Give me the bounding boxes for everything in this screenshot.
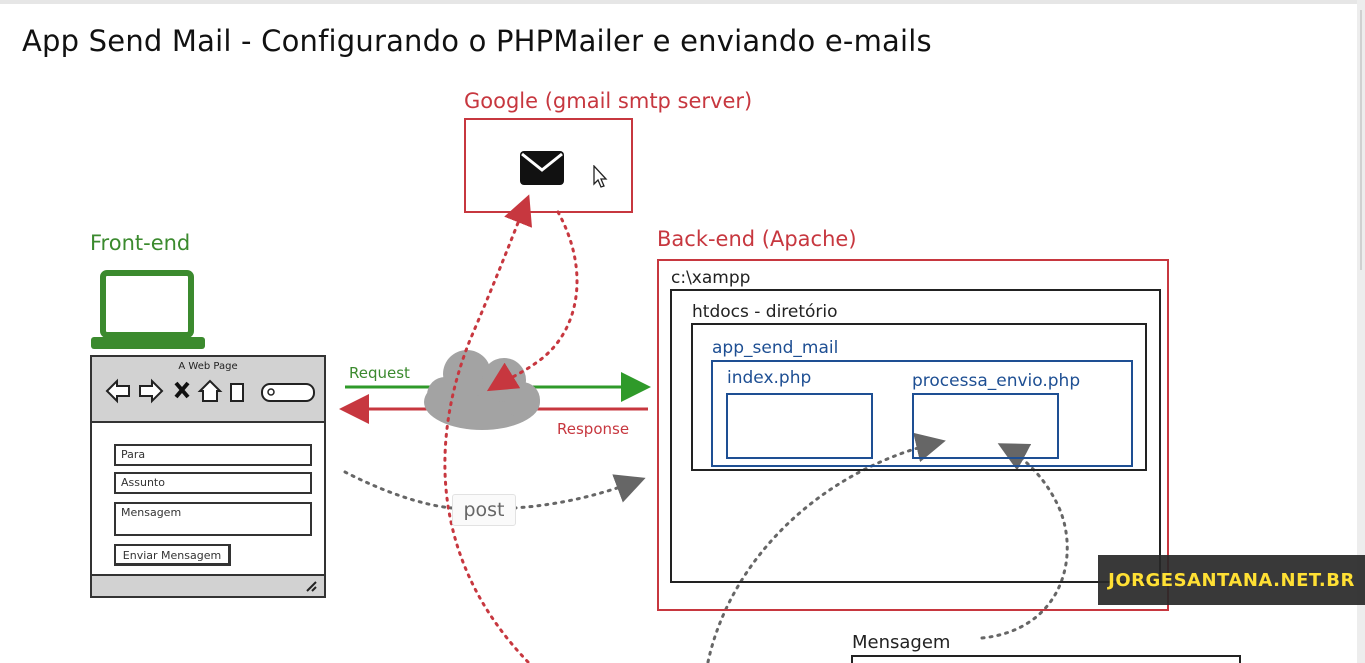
htdocs-label: htdocs - diretório [692, 302, 838, 322]
laptop-icon [91, 270, 205, 349]
response-label: Response [557, 420, 630, 438]
scrollbar-track[interactable] [1357, 0, 1365, 663]
slide-title: App Send Mail - Configurando o PHPMailer… [22, 24, 932, 58]
top-border [0, 0, 1365, 4]
post-dotted-arrow [343, 472, 640, 510]
search-icon [267, 388, 275, 396]
google-box [464, 118, 633, 213]
browser-toolbar: A Web Page [92, 357, 324, 423]
browser-nav-icons [105, 378, 315, 404]
watermark: JORGESANTANA.NET.BR [1098, 555, 1365, 605]
app-send-mail-box [711, 360, 1133, 467]
mensagem-box [851, 655, 1241, 663]
index-php-box [726, 393, 873, 459]
browser-status-bar [92, 574, 324, 596]
home-icon [197, 379, 223, 402]
backend-label: Back-end (Apache) [657, 227, 857, 251]
xampp-box [670, 289, 1161, 583]
index-php-label: index.php [727, 368, 812, 388]
assunto-input[interactable]: Assunto [114, 472, 312, 494]
request-label: Request [349, 364, 410, 382]
bookmark-icon [230, 383, 244, 402]
cloud-icon [424, 350, 540, 430]
scrollbar-thumb[interactable] [1360, 10, 1362, 270]
app-send-mail-label: app_send_mail [712, 338, 839, 358]
backend-box [657, 259, 1169, 611]
browser-window: A Web Page Para Assunto Mensagem Enviar … [90, 355, 326, 598]
stop-icon [174, 381, 190, 399]
google-label: Google (gmail smtp server) [464, 89, 753, 113]
mensagem-label: Mensagem [852, 632, 951, 653]
envelope-icon [520, 151, 564, 185]
processa-envio-php-box [912, 393, 1059, 459]
processa-dotted-arrow [706, 432, 946, 663]
mouse-cursor-icon [593, 165, 608, 188]
para-input[interactable]: Para [114, 444, 312, 466]
enviar-mensagem-button[interactable]: Enviar Mensagem [114, 544, 231, 566]
processa-envio-php-label: processa_envio.php [912, 371, 1081, 391]
post-label: post [452, 494, 516, 526]
mensagem-dotted-arrow [980, 443, 1069, 640]
forward-arrow-icon [139, 378, 164, 404]
back-arrow-icon [105, 378, 130, 404]
xampp-label: c:\xampp [671, 268, 751, 288]
smtp-dotted-path-up [443, 194, 533, 663]
frontend-label: Front-end [90, 231, 191, 255]
browser-page-title: A Web Page [178, 361, 238, 372]
htdocs-box [691, 323, 1147, 471]
mensagem-textarea[interactable]: Mensagem [114, 502, 312, 536]
resize-grip-icon[interactable] [304, 579, 318, 593]
browser-search-box [261, 383, 315, 402]
